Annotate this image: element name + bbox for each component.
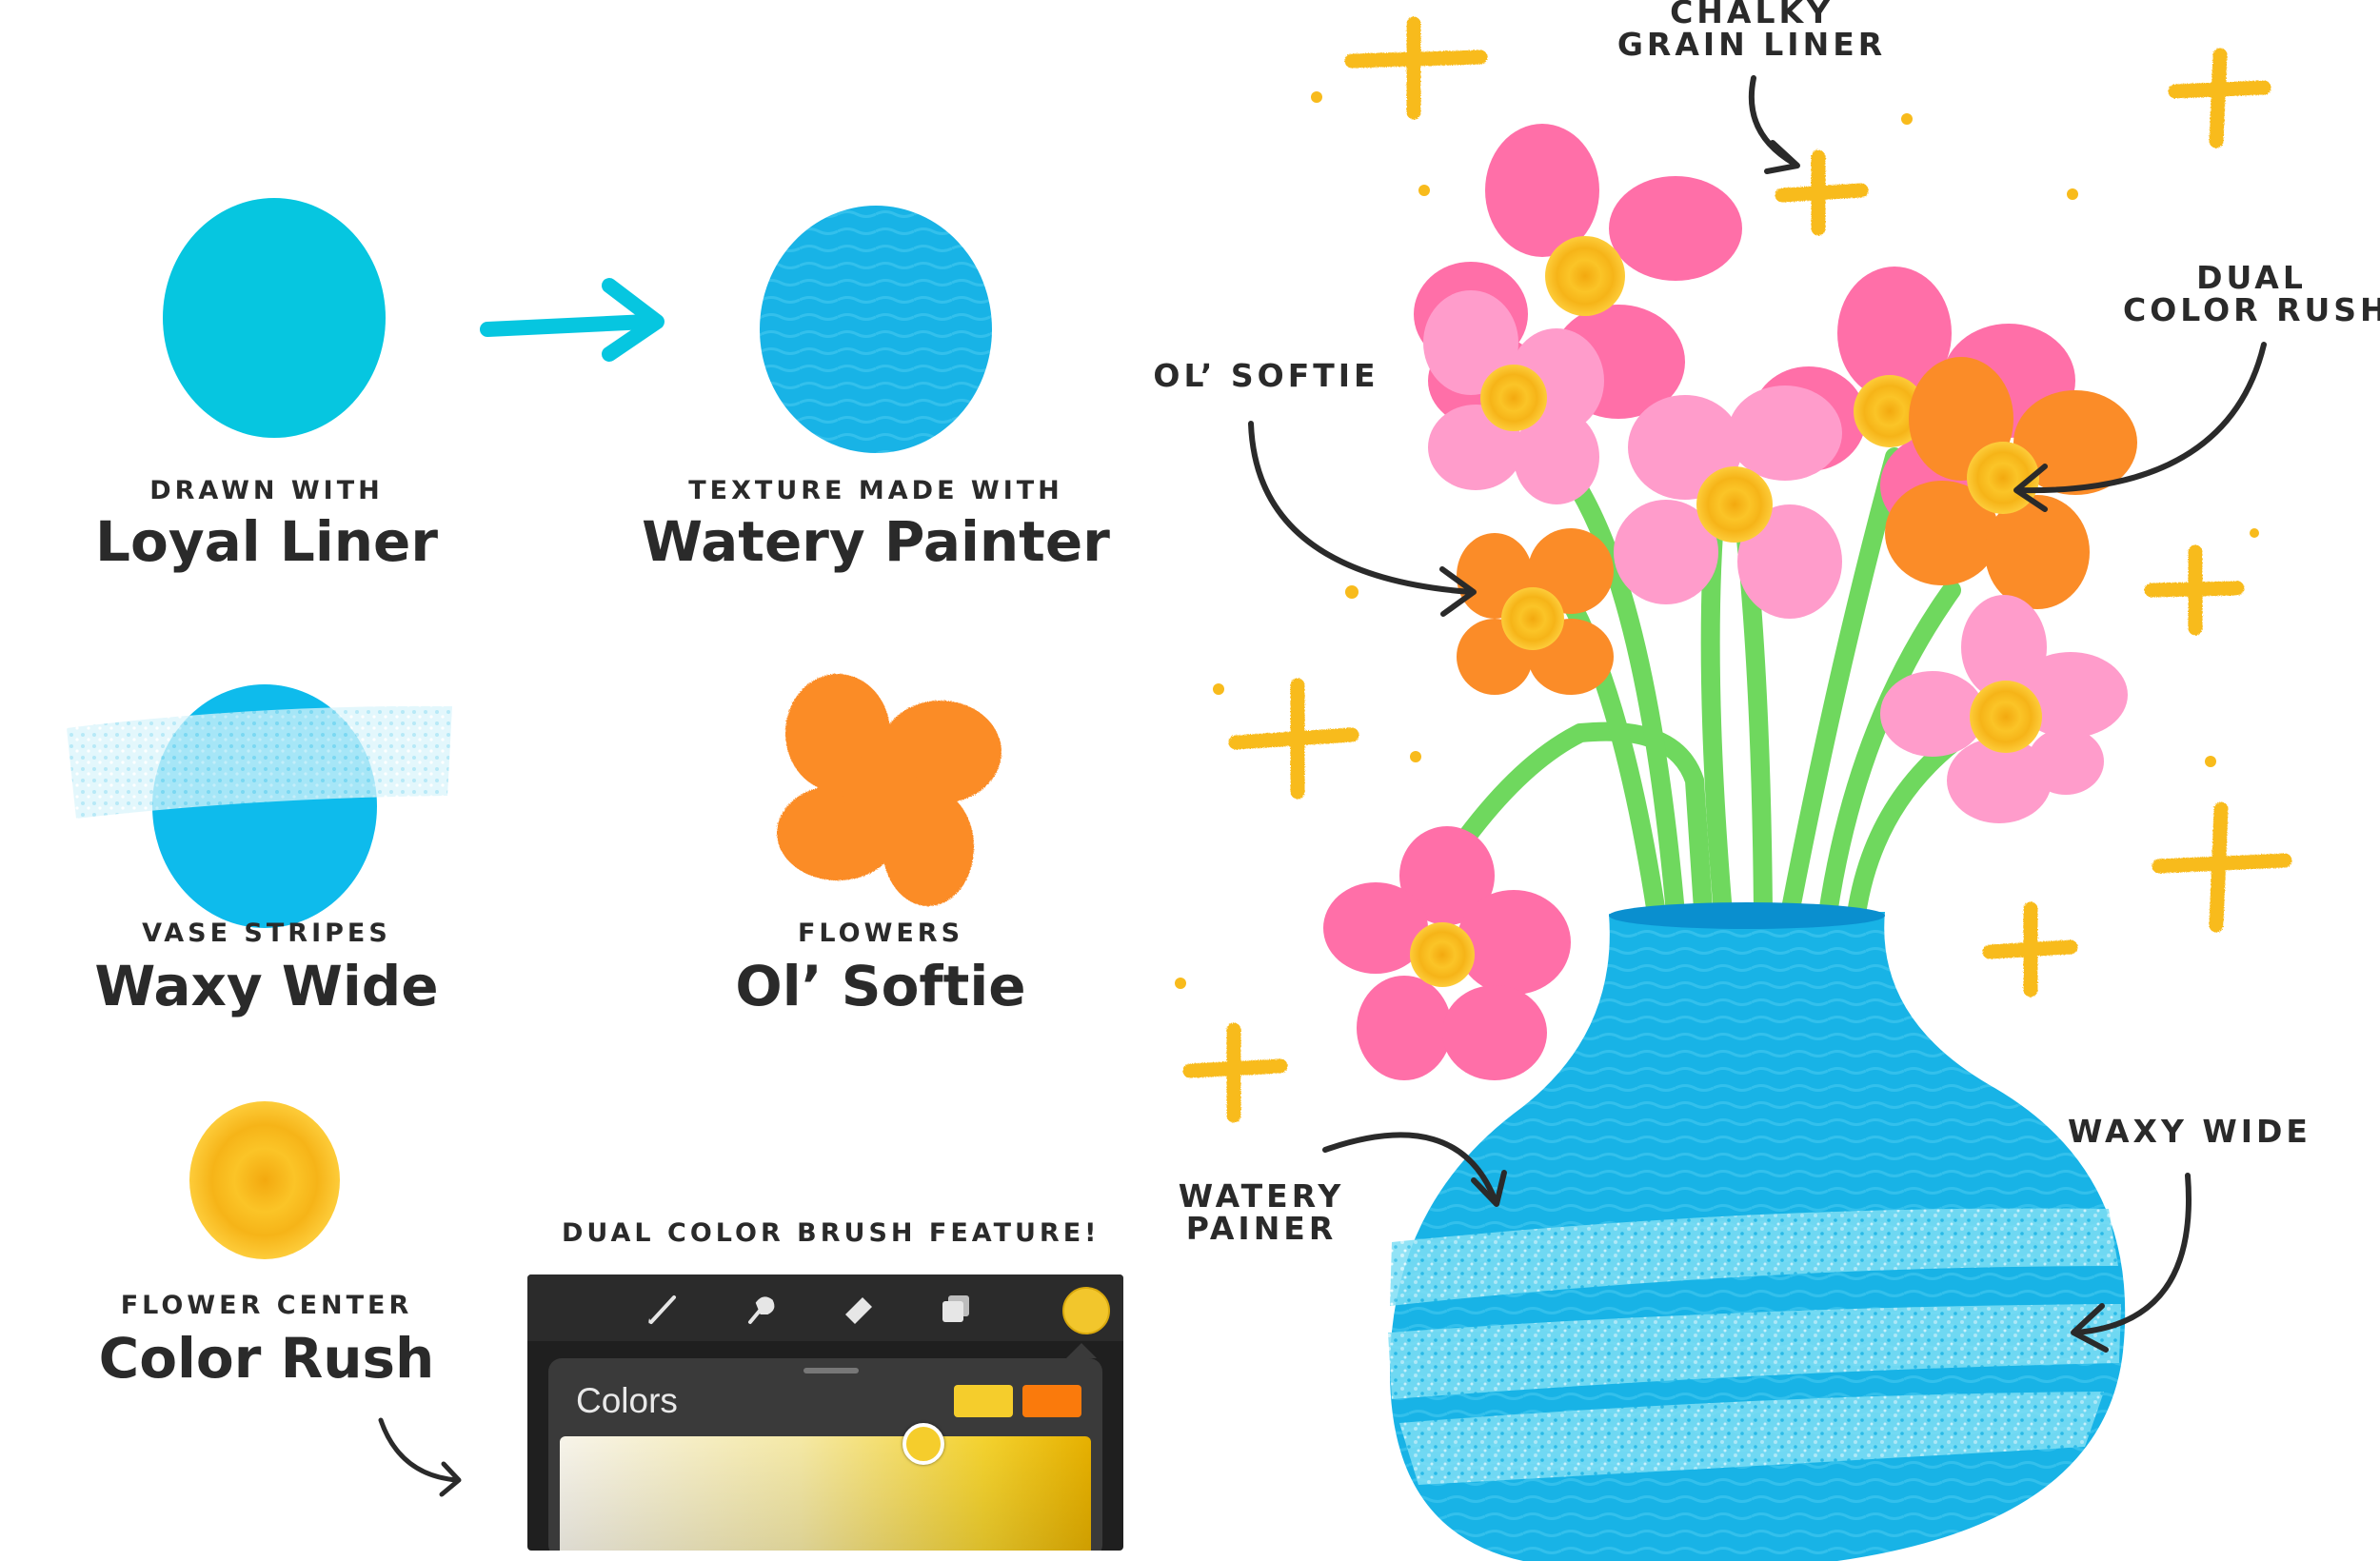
secondary-color-swatch[interactable] <box>1022 1385 1081 1417</box>
label-line: WAXY WIDE <box>2068 1113 2311 1150</box>
curved-arrow-icon <box>378 1417 460 1483</box>
brush-name-watery-painter: Watery Painter <box>642 509 1110 574</box>
color-dot-icon[interactable] <box>1062 1287 1110 1334</box>
toolbar <box>527 1274 1123 1341</box>
loyal-liner-swatch <box>163 198 386 438</box>
label-line: PAINER <box>1185 1210 1338 1247</box>
brush-icon[interactable] <box>644 1288 685 1330</box>
brush-name-color-rush: Color Rush <box>98 1326 435 1391</box>
popup-notch <box>1066 1343 1097 1358</box>
watery-painter-swatch <box>760 206 992 453</box>
brush-name-waxy-wide: Waxy Wide <box>94 954 439 1018</box>
smudge-icon[interactable] <box>741 1288 783 1330</box>
caption-texture-made-with: TEXTURE MADE WITH <box>688 476 1063 505</box>
colors-popup: Colors <box>548 1358 1102 1551</box>
brush-name-ol-softie: Ol’ Softie <box>735 954 1026 1018</box>
label-line: COLOR RUSH <box>2123 291 2380 328</box>
vase-stripes <box>1388 1208 2121 1485</box>
label-watery-painer: WATERY PAINER <box>1152 1180 1371 1245</box>
colors-title: Colors <box>576 1381 678 1420</box>
sparkle-dots <box>1175 91 2259 989</box>
label-line: DUAL <box>2196 259 2307 296</box>
dual-color-feature-title: DUAL COLOR BRUSH FEATURE! <box>562 1218 1101 1248</box>
color-picker-handle[interactable] <box>902 1423 944 1465</box>
procreate-color-panel: Colors <box>527 1274 1123 1551</box>
arrow-icon <box>480 314 655 337</box>
primary-color-swatch[interactable] <box>954 1385 1013 1417</box>
caption-drawn-with: DRAWN WITH <box>149 476 384 505</box>
label-line: CHALKY <box>1670 0 1834 30</box>
brush-name-loyal-liner: Loyal Liner <box>95 509 438 574</box>
flowers <box>1323 124 2137 1080</box>
label-waxy-wide: WAXY WIDE <box>2047 1116 2332 1148</box>
layers-icon[interactable] <box>935 1288 977 1330</box>
ol-softie-swatch <box>777 674 1002 906</box>
caption-flower-center: FLOWER CENTER <box>120 1291 413 1320</box>
label-line: GRAIN LINER <box>1616 26 1887 63</box>
sparkles <box>1182 16 2292 1123</box>
color-gradient-picker[interactable] <box>560 1436 1091 1551</box>
popup-handle[interactable] <box>803 1368 859 1373</box>
label-line: WATERY <box>1178 1177 1345 1215</box>
label-line: OL’ SOFTIE <box>1153 357 1379 394</box>
eraser-icon[interactable] <box>838 1288 880 1330</box>
label-chalky-grain-liner: CHALKY GRAIN LINER <box>1609 0 1894 61</box>
label-dual-color-rush: DUAL COLOR RUSH <box>2123 262 2380 326</box>
caption-vase-stripes: VASE STRIPES <box>142 919 391 948</box>
caption-flowers: FLOWERS <box>797 919 964 948</box>
annotation-arrows <box>1248 75 2267 1353</box>
label-ol-softie: OL’ SOFTIE <box>1142 360 1390 392</box>
color-rush-swatch <box>189 1101 340 1259</box>
